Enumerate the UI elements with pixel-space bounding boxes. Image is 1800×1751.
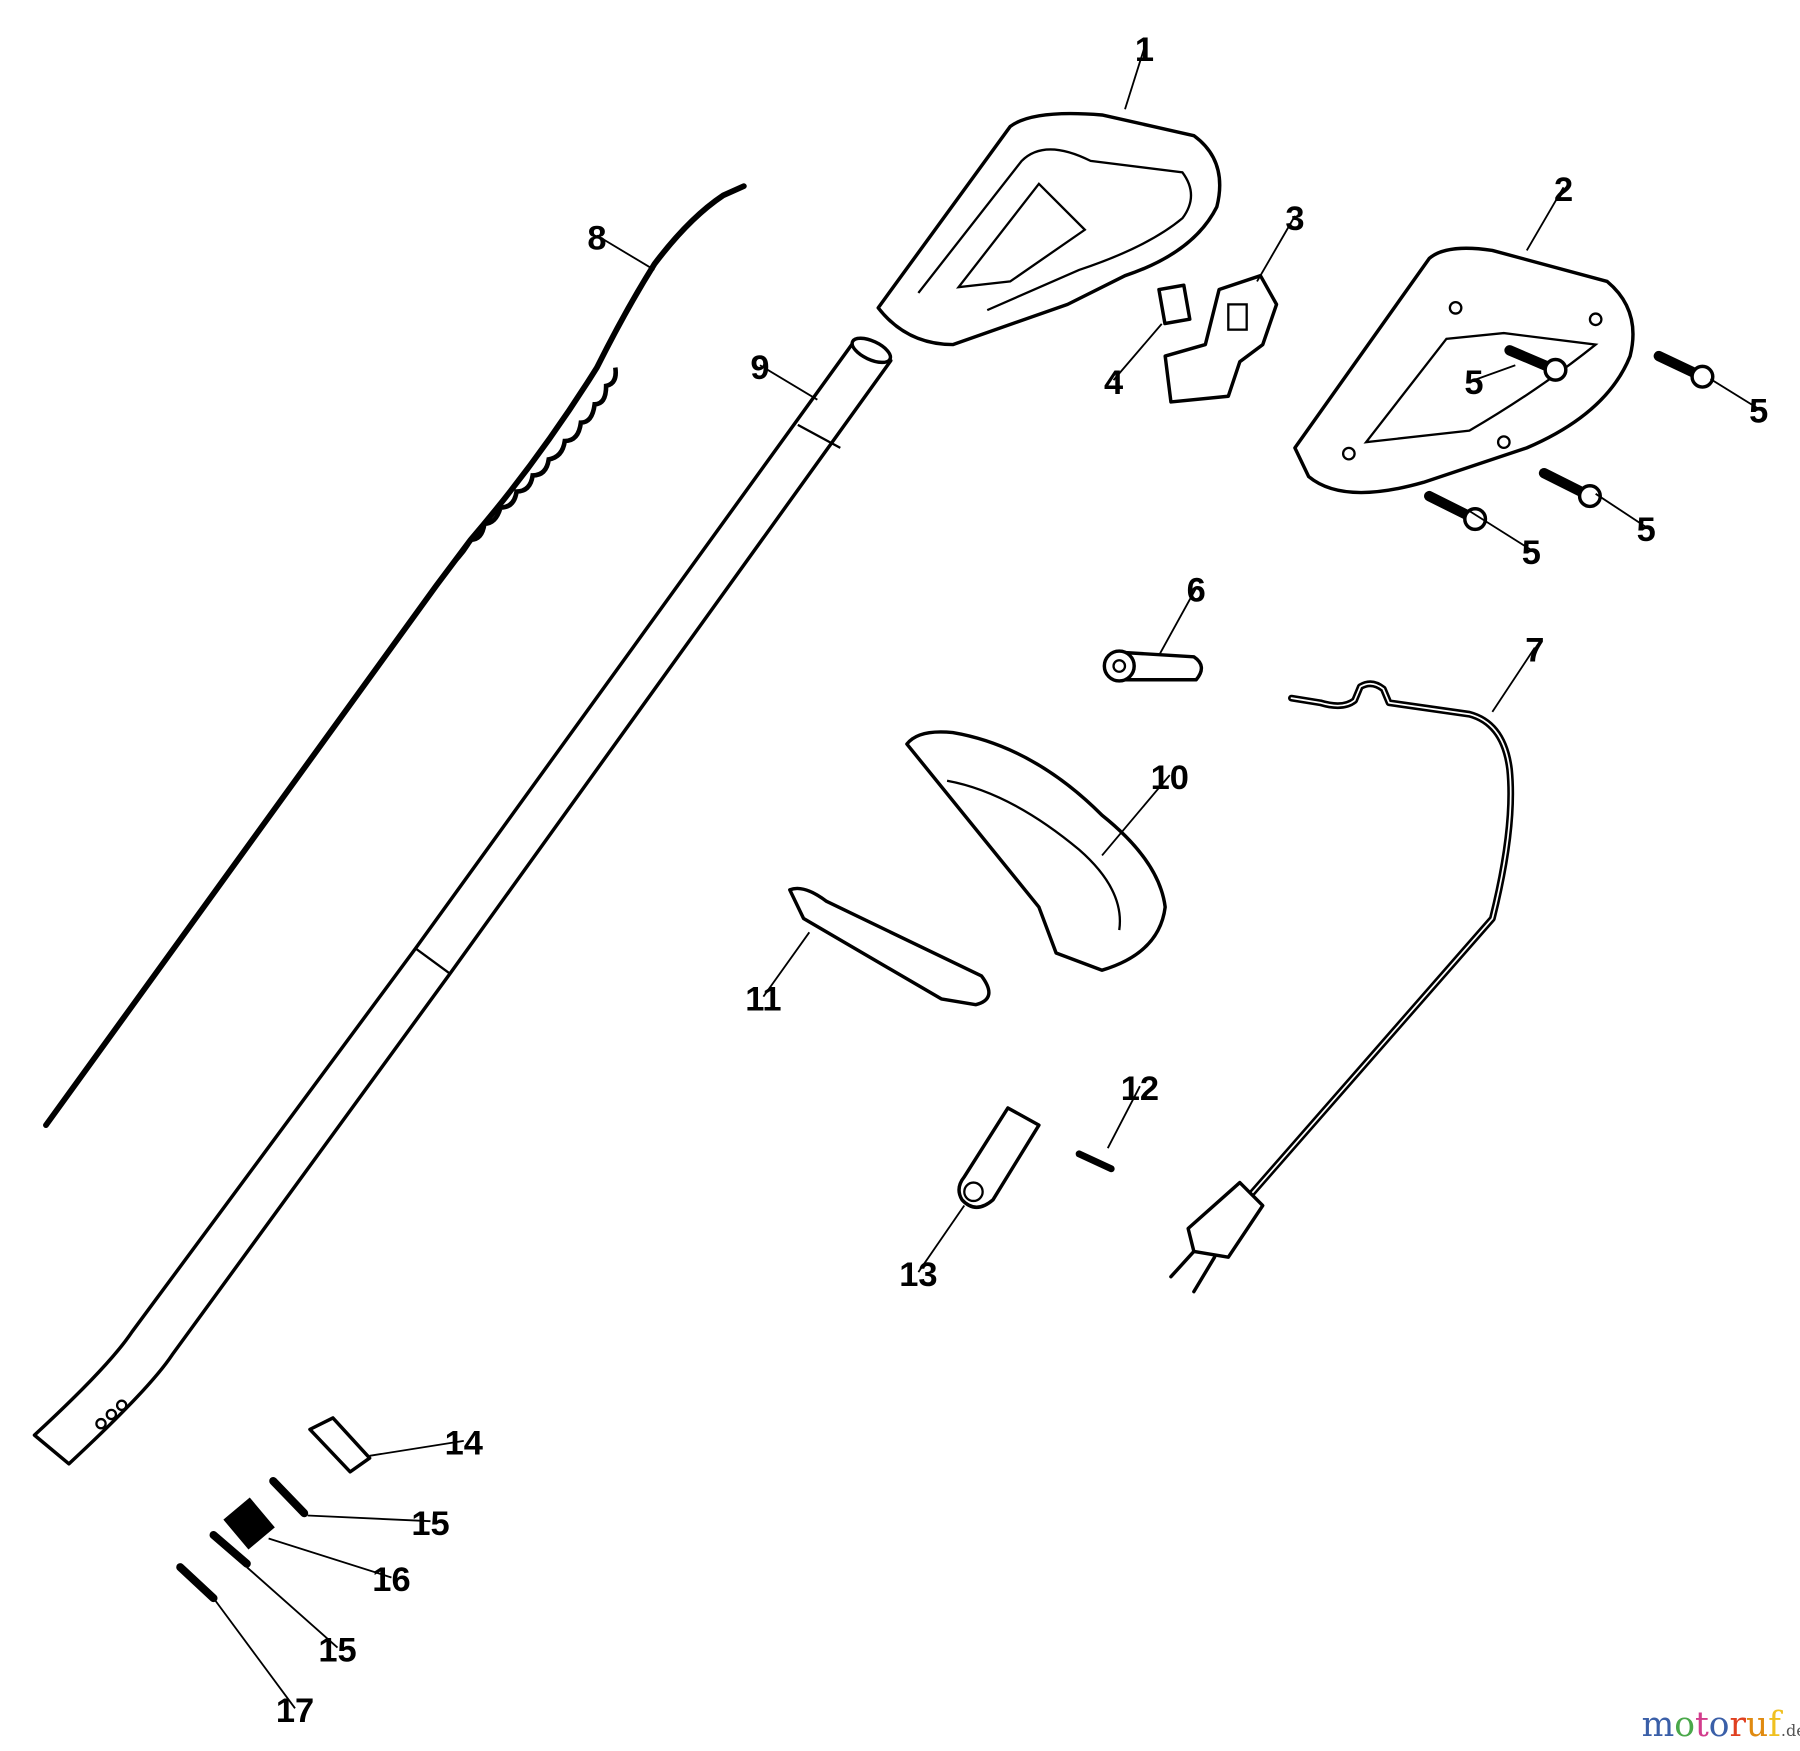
leader-line xyxy=(1473,364,1516,382)
part-14-cap xyxy=(308,1416,372,1474)
part-11-grip-cover xyxy=(788,886,991,1007)
callout-11: 11 xyxy=(745,980,781,1018)
part-6-sleeve xyxy=(1102,649,1204,683)
part-5-screws xyxy=(1424,345,1715,532)
part-8-cable xyxy=(43,183,747,1129)
callout-9: 9 xyxy=(750,349,769,387)
leader-line xyxy=(1124,46,1146,110)
leader-line xyxy=(369,1439,464,1457)
part-12-pin xyxy=(1075,1150,1115,1173)
part-4-block xyxy=(1157,283,1192,326)
part-13-lever xyxy=(957,1106,1041,1209)
callout-1: 1 xyxy=(1135,31,1154,69)
screw-head xyxy=(1690,364,1715,389)
leader-line xyxy=(1595,493,1647,528)
part-2-handle-cover xyxy=(1293,246,1635,495)
callout-15: 15 xyxy=(411,1505,449,1543)
part-10-grip xyxy=(905,730,1167,972)
callout-5: 5 xyxy=(1749,393,1768,431)
callout-8: 8 xyxy=(587,219,606,257)
leader-line xyxy=(1158,587,1197,655)
leader-line xyxy=(1525,186,1565,251)
watermark-logo: motoruf.de xyxy=(1642,1705,1800,1745)
leader-line xyxy=(1468,510,1532,551)
leader-line xyxy=(1709,378,1760,410)
callout-13: 13 xyxy=(899,1256,937,1294)
screw-head xyxy=(1463,507,1488,532)
leader-line xyxy=(268,1537,392,1579)
part-15-spring-lower xyxy=(209,1530,251,1568)
screw-head xyxy=(1543,357,1568,382)
callout-2: 2 xyxy=(1554,171,1573,209)
leader-line xyxy=(246,1566,339,1649)
callout-7: 7 xyxy=(1525,631,1544,669)
part-15-spring-upper xyxy=(269,1477,309,1518)
part-3-switch xyxy=(1163,273,1279,404)
callout-14: 14 xyxy=(445,1425,483,1463)
leader-line xyxy=(1491,647,1536,713)
callout-5: 5 xyxy=(1464,364,1483,402)
callout-17: 17 xyxy=(276,1692,314,1730)
leader-line xyxy=(212,1597,296,1709)
callout-6: 6 xyxy=(1187,572,1206,610)
callout-5: 5 xyxy=(1522,534,1541,572)
leader-line xyxy=(596,234,655,271)
screw-head xyxy=(1577,484,1602,509)
leader-line xyxy=(762,931,811,998)
callout-4: 4 xyxy=(1104,364,1123,402)
part-17-pin xyxy=(176,1563,218,1603)
leader-line xyxy=(1112,323,1163,381)
callout-12: 12 xyxy=(1121,1070,1159,1108)
leader-line xyxy=(307,1514,431,1523)
leader-line xyxy=(1106,1085,1141,1149)
leader-line xyxy=(1101,774,1171,857)
leader-line xyxy=(917,1205,966,1273)
leader-line xyxy=(1256,215,1296,282)
callout-3: 3 xyxy=(1285,200,1304,238)
part-9-tube xyxy=(32,336,893,1466)
callout-10: 10 xyxy=(1151,759,1189,797)
leader-line xyxy=(759,364,818,401)
callout-15: 15 xyxy=(318,1631,356,1669)
leader-lines xyxy=(212,46,1760,1709)
callout-5: 5 xyxy=(1637,511,1656,549)
part-16-knob xyxy=(223,1497,275,1550)
part-7-power-cord xyxy=(1169,680,1515,1294)
callout-16: 16 xyxy=(372,1561,410,1599)
part-1-handle-housing xyxy=(876,111,1222,347)
